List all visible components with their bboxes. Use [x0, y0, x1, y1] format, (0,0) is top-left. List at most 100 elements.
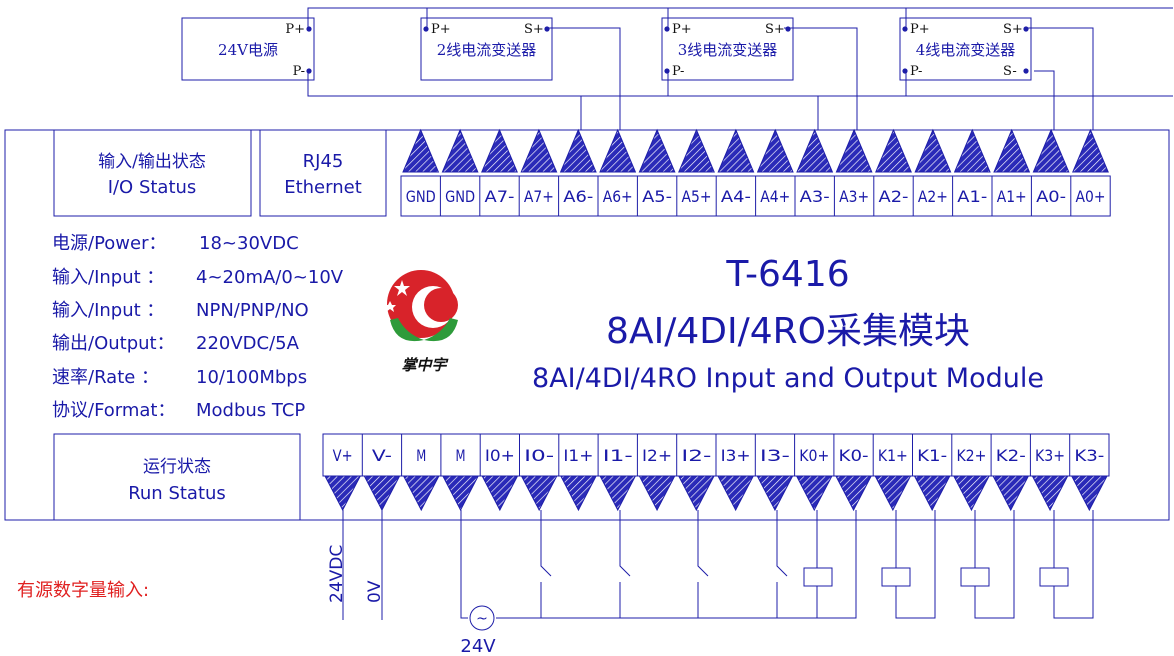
product-title-en: 8AI/4DI/4RO Input and Output Module — [532, 363, 1044, 394]
zero-volt-label: 0V — [365, 580, 385, 603]
transmitter-pin-label: P+ — [285, 22, 305, 37]
spec-label: 速率/Rate ： — [52, 367, 159, 388]
terminal-label: I1+ — [563, 446, 593, 465]
terminal-dot — [785, 26, 791, 32]
screw-terminal-icon — [1032, 128, 1070, 173]
screw-terminal-icon — [835, 128, 873, 173]
screw-terminal-icon — [402, 128, 440, 173]
positive-bus-wire — [307, 7, 1173, 28]
transmitter-title: 3线电流变送器 — [678, 41, 778, 59]
terminal-label: A5- — [642, 187, 672, 206]
screw-terminal-icon — [874, 475, 912, 512]
terminal-label: K1+ — [878, 446, 908, 465]
terminal-label: I2- — [681, 446, 711, 465]
terminal-dot — [306, 26, 312, 32]
leaf-left-icon — [390, 318, 424, 342]
logo-text: 掌中宇 — [401, 356, 449, 374]
screw-terminal-icon — [678, 128, 715, 173]
terminal-label: I0- — [524, 446, 554, 465]
screw-terminal-icon — [677, 475, 715, 512]
terminal-label: A0- — [1036, 187, 1066, 206]
terminal-label: K0+ — [799, 446, 829, 465]
terminal-label: I2+ — [642, 446, 672, 465]
transmitter-pin-label: S+ — [524, 22, 544, 37]
wire-a3-plus — [784, 27, 858, 130]
logo-moon-inner — [424, 288, 458, 322]
screw-terminal-icon — [324, 475, 362, 512]
screw-terminal-icon — [914, 128, 952, 173]
io-status-en: I/O Status — [108, 177, 197, 198]
transmitter-pin-label: P+ — [431, 22, 451, 37]
spec-label: 协议/Format： — [52, 400, 176, 421]
transmitter-box — [181, 17, 315, 81]
terminal-label: A3- — [800, 187, 830, 206]
transmitter-box — [899, 17, 1032, 81]
screw-terminal-icon — [796, 128, 834, 173]
terminal-dot — [1023, 68, 1029, 74]
star-icon — [384, 301, 396, 312]
terminal-label: I3+ — [721, 446, 751, 465]
screw-terminal-icon — [441, 128, 479, 173]
relay-coil-k2 — [960, 567, 990, 587]
transmitter-box — [661, 17, 794, 81]
negative-bus-wire — [307, 71, 1173, 97]
switch-i2 — [697, 510, 709, 618]
spec-label: 输出/Output： — [52, 333, 175, 354]
io-status-cn: 输入/输出状态 — [98, 152, 206, 172]
transmitter-boxes: 24V电源P+P-2线电流变送器P+S+3线电流变送器P+S+P-4线电流变送器… — [181, 17, 1032, 81]
run-status-en: Run Status — [128, 483, 226, 504]
spec-value: NPN/PNP/NO — [196, 300, 309, 321]
terminal-label: M — [456, 446, 466, 465]
spec-value: Modbus TCP — [196, 400, 305, 421]
terminal-label: K3+ — [1035, 446, 1065, 465]
terminal-label: GND — [406, 187, 436, 206]
terminal-dot — [664, 26, 670, 32]
relay-k1-wire — [895, 510, 936, 619]
transmitter-title: 2线电流变送器 — [437, 41, 537, 59]
spec-value: 18~30VDC — [199, 233, 299, 254]
spec-value: 10/100Mbps — [196, 367, 307, 388]
screw-terminal-icon — [717, 475, 755, 512]
switch-i3 — [776, 510, 788, 618]
terminal-label: A6+ — [603, 187, 633, 206]
switch-i0 — [540, 510, 552, 618]
terminal-label: A4- — [721, 187, 751, 206]
spec-label: 输入/Input ： — [52, 267, 164, 288]
screw-terminal-icon — [402, 475, 440, 512]
transmitter-pin-label: P- — [672, 64, 684, 79]
transmitter-title: 24V电源 — [218, 41, 278, 59]
relay-coil-k3 — [1039, 567, 1069, 587]
terminal-label: A5+ — [682, 187, 712, 206]
supply-voltage-label: 24VDC — [327, 545, 347, 603]
transmitter-pin-label: S+ — [1003, 22, 1023, 37]
terminal-dot — [664, 68, 670, 74]
terminal-label: A6- — [563, 187, 593, 206]
terminal-dot — [544, 26, 550, 32]
transmitter-pin-label: P- — [293, 64, 305, 79]
screw-terminal-icon — [992, 475, 1030, 512]
leaf-right-icon — [424, 318, 458, 342]
transmitter-wiring — [307, 7, 1173, 130]
spec-value: 4~20mA/0~10V — [196, 267, 344, 288]
relay-coil-k1 — [881, 567, 911, 587]
screw-terminal-icon — [559, 128, 597, 173]
company-logo: 掌中宇 — [384, 270, 458, 374]
spec-label: 电源/Power： — [52, 233, 167, 254]
relay-k0-wire — [816, 510, 856, 619]
terminal-label: A4+ — [760, 187, 790, 206]
screw-terminal-icon — [363, 475, 401, 512]
screw-terminal-icon — [756, 475, 794, 512]
wire-a0-minus — [1034, 70, 1055, 130]
spec-label: 输入/Input ： — [52, 300, 164, 321]
spec-list: 电源/Power： 18~30VDC 输入/Input ： 4~20mA/0~1… — [52, 233, 344, 421]
terminal-label: A3+ — [839, 187, 869, 206]
terminal-label: M — [416, 446, 426, 465]
terminal-label: K0- — [839, 446, 869, 465]
terminal-label: K1- — [917, 446, 947, 465]
switch-i1 — [619, 510, 631, 618]
model-number: T-6416 — [725, 254, 849, 295]
wiring-note: 有源数字量输入: — [17, 580, 149, 601]
terminal-label: A7+ — [524, 187, 554, 206]
